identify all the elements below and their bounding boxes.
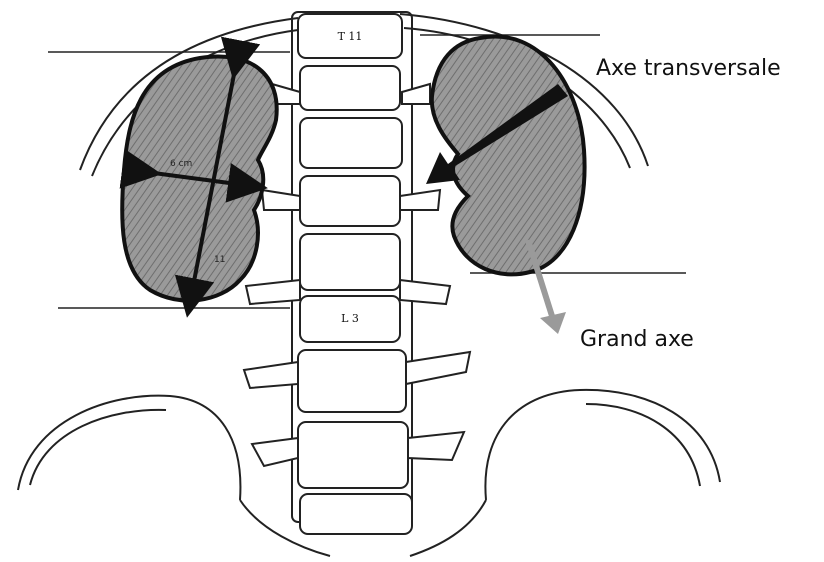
kidney-left: 6 cm 11 <box>122 56 277 302</box>
vertebra <box>300 494 412 534</box>
label-axe-transversale: Axe transversale <box>596 56 781 81</box>
vertebra <box>298 422 408 488</box>
transverse-process <box>400 190 440 210</box>
transverse-process <box>400 280 450 304</box>
vertebra <box>298 350 406 412</box>
vertebra-label-l3: L 3 <box>341 312 359 325</box>
vertebra <box>300 176 400 226</box>
transverse-process <box>406 352 470 384</box>
transverse-process <box>402 84 430 104</box>
vertebra <box>300 66 400 110</box>
iliac-crest-right-inner <box>586 404 700 486</box>
kidney-left-width-mark: 6 cm <box>170 159 192 169</box>
vertebra <box>300 234 400 290</box>
transverse-process <box>262 190 300 210</box>
transverse-process <box>244 362 298 388</box>
vertebra <box>300 118 402 168</box>
sacrum-outline <box>410 500 486 556</box>
iliac-crest-right <box>485 390 720 500</box>
kidney-right-shape <box>432 36 585 274</box>
transverse-process <box>246 280 300 304</box>
vertebra-label-t11: T 11 <box>338 30 363 43</box>
iliac-crest-left-inner <box>30 410 166 485</box>
label-grand-axe: Grand axe <box>580 327 694 352</box>
kidney-left-length-mark: 11 <box>214 255 225 265</box>
transverse-process <box>408 432 464 460</box>
grand-axe-arrow-head <box>540 312 566 334</box>
